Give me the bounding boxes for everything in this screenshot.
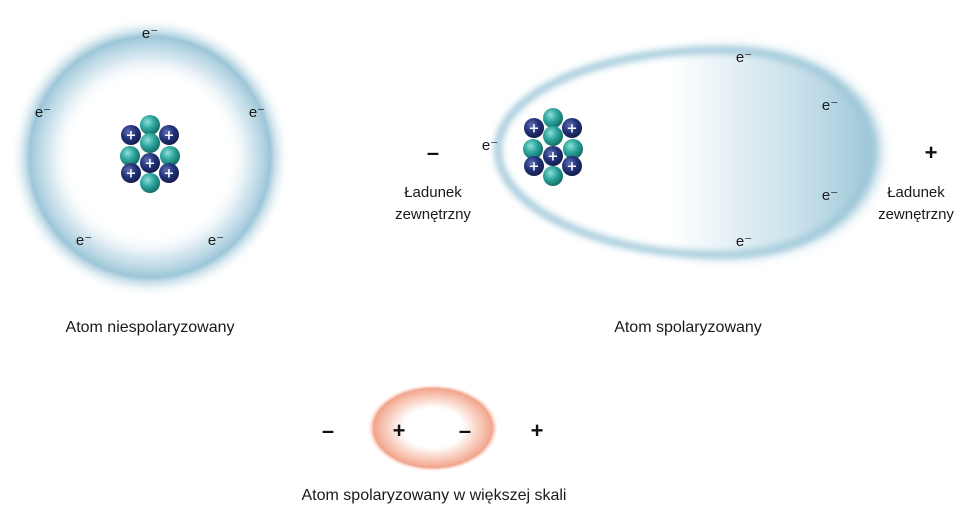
induced-positive-pole: + xyxy=(393,418,406,443)
external-positive-charge: + xyxy=(531,418,544,443)
electron-label: e⁻ xyxy=(736,233,752,250)
external-negative-charge: – xyxy=(427,140,439,165)
induced-negative-pole: – xyxy=(459,418,471,443)
electron-label: e⁻ xyxy=(249,104,265,121)
external-charge-label: Ładunek xyxy=(404,184,462,201)
nonpolarized-caption: Atom niespolaryzowany xyxy=(66,319,235,336)
external-charge-label: zewnętrzny xyxy=(395,206,471,223)
electron-label: e⁻ xyxy=(736,49,752,66)
proton-plus-icon: + xyxy=(567,122,578,137)
polarized-caption: Atom spolaryzowany xyxy=(614,319,762,336)
proton-plus-icon: + xyxy=(164,129,175,144)
proton-plus-icon: + xyxy=(126,129,137,144)
electron-label: e⁻ xyxy=(482,137,498,154)
electron-label: e⁻ xyxy=(76,232,92,249)
nonpolarized-atom: + + + + + e⁻ e⁻ e⁻ e⁻ e⁻ Atom niespolary… xyxy=(10,17,290,336)
external-positive-charge: + xyxy=(925,140,938,165)
proton-plus-icon: + xyxy=(529,160,540,175)
proton-plus-icon: + xyxy=(145,157,156,172)
external-negative-charge: – xyxy=(322,418,334,443)
electron-label: e⁻ xyxy=(208,232,224,249)
polarized-electron-cloud xyxy=(494,45,880,260)
polarized-larger-caption: Atom spolaryzowany w większej skali xyxy=(302,487,567,504)
external-charge-label: Ładunek xyxy=(887,184,945,201)
external-charge-label: zewnętrzny xyxy=(878,206,954,223)
polarized-atom: + + + + + e⁻ e⁻ e⁻ e⁻ e⁻ – Ładunek zewnę… xyxy=(395,45,954,336)
nucleus: + + + + + xyxy=(523,108,583,186)
electron-label: e⁻ xyxy=(822,187,838,204)
proton-plus-icon: + xyxy=(126,167,137,182)
proton-plus-icon: + xyxy=(548,150,559,165)
nucleus: + + + + + xyxy=(120,115,180,193)
electron-label: e⁻ xyxy=(822,97,838,114)
polarized-cloud-small xyxy=(367,384,499,472)
proton-plus-icon: + xyxy=(567,160,578,175)
electron-label: e⁻ xyxy=(35,104,51,121)
electron-label: e⁻ xyxy=(142,25,158,42)
proton-plus-icon: + xyxy=(529,122,540,137)
proton-plus-icon: + xyxy=(164,167,175,182)
polarized-atom-larger-scale: – + – + Atom spolaryzowany w większej sk… xyxy=(302,384,567,504)
